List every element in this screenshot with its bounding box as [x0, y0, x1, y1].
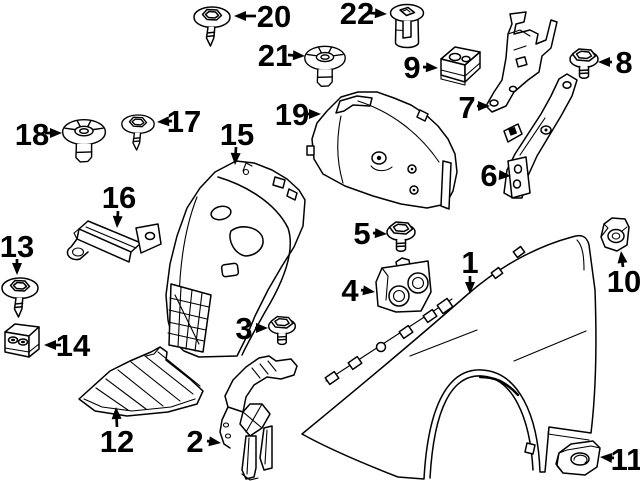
- callout-21-plastic-rivet[interactable]: 21: [258, 38, 305, 73]
- callout-8-flange-bolt[interactable]: 8: [598, 45, 633, 80]
- callout-number[interactable]: 7: [458, 90, 475, 125]
- callout-6-support-bracket[interactable]: 6: [480, 158, 511, 193]
- callout-arrow-head: [617, 251, 628, 264]
- callout-9-clip-nut[interactable]: 9: [403, 50, 438, 85]
- callout-number[interactable]: 14: [56, 328, 91, 363]
- callout-17-washer-screw[interactable]: 17: [157, 104, 201, 139]
- callout-number[interactable]: 21: [258, 38, 292, 73]
- callout-3-flange-nut[interactable]: 3: [235, 311, 268, 346]
- callout-number[interactable]: 13: [0, 229, 34, 264]
- part-2-front-support-bracket: [219, 355, 298, 481]
- callout-number[interactable]: 2: [186, 424, 203, 459]
- callout-arrow-head: [234, 11, 246, 21]
- callout-arrow-head: [157, 116, 170, 127]
- part-5-flange-bolt: [386, 221, 416, 253]
- part-13-washer-screw: [1, 277, 39, 318]
- callout-15-liner-front-section[interactable]: 15: [220, 117, 254, 165]
- callout-arrow-head: [208, 436, 221, 447]
- part-10-grommet-bracket: [600, 217, 630, 252]
- callout-arrow-head: [230, 152, 241, 165]
- callout-number[interactable]: 4: [341, 273, 359, 308]
- callout-1-front-fender[interactable]: 1: [461, 245, 479, 294]
- callout-arrow-head: [465, 282, 475, 294]
- callout-arrow-head: [598, 57, 610, 67]
- callout-number[interactable]: 22: [340, 0, 374, 31]
- callout-arrow-head: [292, 50, 305, 61]
- part-21-plastic-rivet: [304, 45, 346, 88]
- callout-arrow-head: [111, 407, 122, 420]
- callout-number[interactable]: 19: [275, 97, 309, 132]
- callout-2-front-support-bracket[interactable]: 2: [186, 424, 221, 459]
- callout-arrow-head: [12, 263, 22, 275]
- callout-number[interactable]: 5: [353, 216, 370, 251]
- part-14-clip-nut: [4, 323, 40, 358]
- callout-arrow-head: [309, 109, 321, 119]
- callout-number[interactable]: 20: [257, 0, 291, 34]
- part-16-support-rail: [66, 220, 162, 263]
- callout-number[interactable]: 18: [15, 117, 49, 152]
- callout-arrow-head: [50, 128, 62, 138]
- callout-arrow-head: [478, 101, 490, 111]
- callout-number[interactable]: 10: [607, 264, 640, 299]
- callout-arrow-head: [256, 323, 268, 333]
- part-4-side-bracket: [375, 257, 432, 313]
- callout-10-grommet-bracket[interactable]: 10: [607, 251, 640, 299]
- callout-number[interactable]: 6: [480, 158, 497, 193]
- part-9-clip-nut: [440, 46, 481, 86]
- part-8-flange-bolt: [569, 48, 599, 80]
- callout-number[interactable]: 11: [611, 442, 640, 477]
- callout-14-clip-nut[interactable]: 14: [44, 328, 91, 363]
- callout-arrow-head: [44, 340, 56, 350]
- callout-arrow-head: [600, 452, 613, 463]
- part-6-support-bracket: [503, 73, 578, 199]
- part-15-liner-front-section: [165, 160, 306, 358]
- callout-arrow-head: [425, 62, 438, 73]
- callout-number[interactable]: 17: [167, 104, 201, 139]
- callout-arrow-head: [112, 215, 123, 228]
- part-22-expansion-nut: [389, 3, 425, 49]
- callout-16-support-rail[interactable]: 16: [102, 180, 136, 228]
- callout-7-mount-bracket[interactable]: 7: [458, 90, 490, 125]
- callout-12-lower-shield[interactable]: 12: [100, 407, 134, 459]
- part-1-front-fender: [301, 234, 597, 480]
- callout-19-liner-rear-section[interactable]: 19: [275, 97, 321, 132]
- part-7-mount-bracket: [485, 11, 558, 113]
- callout-arrow-head: [374, 8, 387, 19]
- callout-22-expansion-nut[interactable]: 22: [340, 0, 387, 31]
- callout-number[interactable]: 16: [102, 180, 136, 215]
- callout-arrow-head: [362, 285, 375, 296]
- part-11-clamp-bracket: [555, 440, 601, 476]
- callout-13-washer-screw[interactable]: 13: [0, 229, 34, 275]
- part-3-flange-nut: [267, 315, 297, 346]
- callout-arrow-head: [374, 228, 387, 239]
- callout-18-plastic-rivet[interactable]: 18: [15, 117, 62, 152]
- callout-20-washer-screw[interactable]: 20: [234, 0, 291, 34]
- callout-5-flange-bolt[interactable]: 5: [353, 216, 387, 251]
- callout-number[interactable]: 12: [100, 424, 134, 459]
- callout-4-side-bracket[interactable]: 4: [341, 273, 375, 308]
- part-12-lower-shield: [78, 346, 204, 417]
- callout-number[interactable]: 3: [235, 311, 252, 346]
- callout-11-clamp-bracket[interactable]: 11: [600, 442, 640, 477]
- part-18-plastic-rivet: [61, 118, 107, 163]
- callout-number[interactable]: 1: [461, 245, 478, 280]
- part-17-washer-screw: [121, 114, 155, 151]
- callout-arrow-head: [498, 170, 511, 180]
- part-19-liner-rear-section: [306, 91, 458, 210]
- callout-number[interactable]: 9: [403, 50, 420, 85]
- part-20-washer-screw: [193, 6, 231, 47]
- callout-number[interactable]: 15: [220, 117, 254, 152]
- callout-number[interactable]: 8: [615, 45, 632, 80]
